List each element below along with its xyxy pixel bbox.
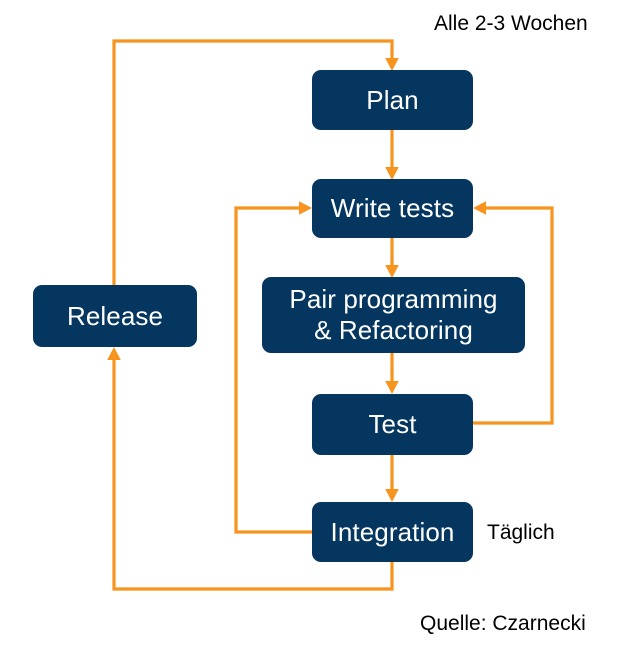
annotation-source-attribution: Quelle: Czarnecki: [420, 612, 586, 635]
edge-test-to-integration: [385, 455, 399, 502]
node-pair-programming-refactoring-label: Pair programming & Refactoring: [289, 284, 498, 345]
annotation-cadence-daily: Täglich: [487, 521, 555, 544]
edge-pair-to-test: [385, 353, 399, 394]
node-release-label: Release: [66, 300, 164, 331]
edge-plan-to-write-tests: [385, 130, 399, 180]
node-write-tests[interactable]: Write tests: [312, 179, 473, 238]
node-test-label: Test: [368, 409, 417, 440]
edge-integration-to-write-tests: [234, 201, 312, 534]
node-integration-label: Integration: [330, 516, 455, 547]
edge-test-to-write-tests: [473, 201, 554, 425]
node-integration[interactable]: Integration: [312, 502, 473, 562]
node-pair-programming-refactoring[interactable]: Pair programming & Refactoring: [262, 277, 525, 353]
edge-integration-to-release: [107, 347, 394, 591]
node-plan[interactable]: Plan: [312, 70, 473, 130]
node-plan-label: Plan: [366, 84, 419, 115]
edge-write-tests-to-pair: [385, 238, 399, 278]
node-write-tests-label: Write tests: [330, 193, 455, 224]
annotation-cadence-weeks: Alle 2-3 Wochen: [434, 12, 588, 35]
node-release[interactable]: Release: [33, 285, 197, 347]
edge-release-to-plan: [112, 39, 399, 285]
node-test[interactable]: Test: [312, 394, 473, 455]
